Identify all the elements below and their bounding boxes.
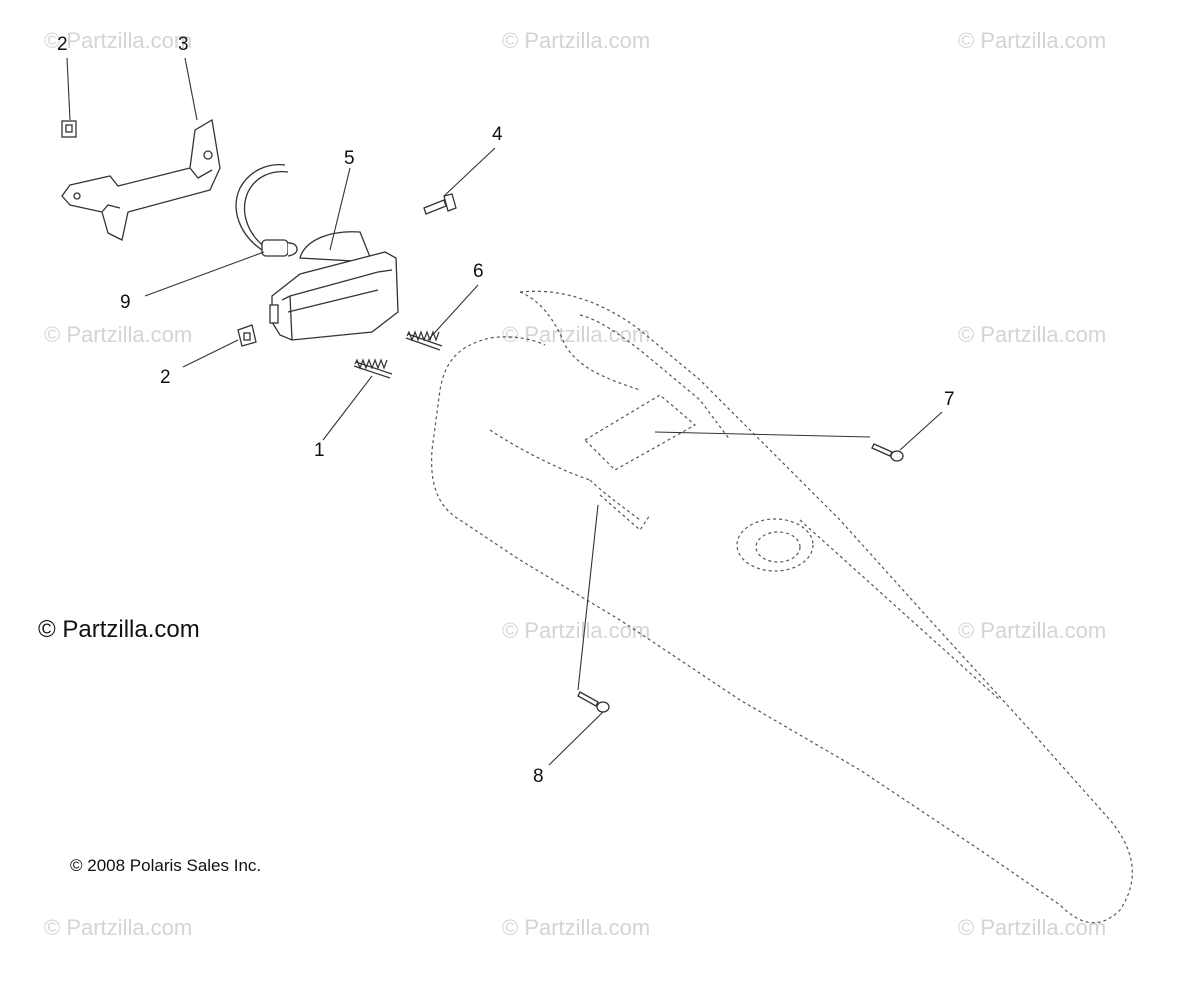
callout-1: 1 [314, 440, 325, 461]
watermark: © Partzilla.com [502, 322, 651, 347]
watermark: © Partzilla.com [44, 322, 193, 347]
watermark: © Partzilla.com [958, 618, 1107, 643]
callout-7: 7 [944, 389, 955, 410]
watermark: © Partzilla.com [44, 28, 193, 53]
watermark: © Partzilla.com [958, 322, 1107, 347]
watermark: © Partzilla.com [958, 28, 1107, 53]
spring-part-lower [353, 358, 393, 379]
watermark: © Partzilla.com [502, 915, 651, 940]
callout-2-top: 2 [57, 34, 68, 55]
clip-nut-part-middle [237, 324, 257, 347]
callout-9: 9 [120, 292, 131, 313]
bracket-part [61, 118, 221, 241]
spring-part-upper [405, 330, 443, 351]
watermark: © Partzilla.com [44, 915, 193, 940]
callout-5: 5 [344, 148, 355, 169]
callout-6: 6 [473, 261, 484, 282]
screw-part-right [871, 443, 904, 462]
lamp-housing-part [269, 231, 399, 341]
callout-4: 4 [492, 124, 503, 145]
polaris-copyright: © 2008 Polaris Sales Inc. [70, 856, 262, 875]
callout-8: 8 [533, 766, 544, 787]
screw-part-bottom [577, 691, 610, 713]
watermark: © Partzilla.com [958, 915, 1107, 940]
bulb-part [235, 164, 298, 257]
rivet-part [423, 193, 457, 215]
watermark: © Partzilla.com [502, 28, 651, 53]
leader-lines [66, 57, 943, 766]
fender-outline [431, 290, 1133, 924]
callout-2-middle: 2 [160, 367, 171, 388]
clip-nut-part-top [61, 120, 77, 138]
callout-3: 3 [178, 34, 189, 55]
watermark: © Partzilla.com [502, 618, 651, 643]
partzilla-copyright: © Partzilla.com [38, 616, 200, 643]
